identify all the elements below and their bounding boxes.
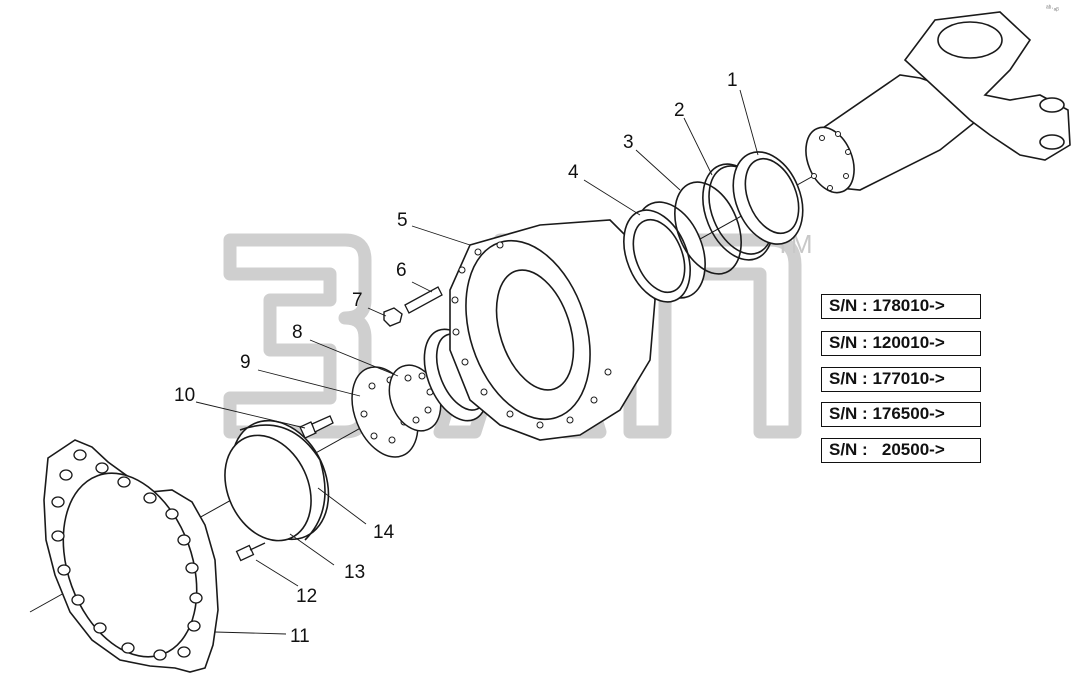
- part-1-ring: [732, 151, 804, 245]
- part-11-wheel-flange: [43, 439, 219, 673]
- callout-10: 10: [174, 385, 195, 406]
- spindle-knuckle: [805, 11, 1071, 194]
- part-3-ring: [674, 181, 742, 275]
- callout-12: 12: [296, 586, 317, 607]
- serial-number-box: S/N : 177010->: [821, 367, 981, 392]
- callout-14: 14: [373, 522, 395, 543]
- part-5-hub: [449, 219, 656, 441]
- part-12-bolt: [235, 542, 266, 562]
- serial-number-box: S/N : 20500->: [821, 438, 981, 463]
- callout-6: 6: [396, 260, 407, 281]
- callout-3: 3: [623, 132, 634, 153]
- callout-9: 9: [240, 352, 251, 373]
- callout-labels: 1 2 3 4 5 6 7 8 9 10 11 12 13 14: [174, 70, 738, 647]
- part-13-14-cover: [224, 419, 330, 542]
- part-6-stud: [404, 286, 443, 314]
- watermark-glyph-1: [223, 233, 372, 439]
- part-4-bearing: [623, 201, 706, 303]
- callout-8: 8: [292, 322, 303, 343]
- callout-1: 1: [727, 70, 738, 91]
- serial-number-box: S/N : 178010->: [821, 294, 981, 319]
- callout-7: 7: [352, 290, 363, 311]
- serial-number-box: S/N : 176500->: [821, 402, 981, 427]
- part-7-nut: [383, 307, 403, 327]
- callout-13: 13: [344, 562, 365, 583]
- callout-4: 4: [568, 162, 579, 183]
- callout-5: 5: [397, 210, 408, 231]
- callout-2: 2: [674, 100, 685, 121]
- leader-lines: [195, 89, 759, 635]
- serial-number-box: S/N : 120010->: [821, 331, 981, 356]
- callout-11: 11: [290, 626, 310, 647]
- part-10-screw: [299, 415, 334, 439]
- corner-mark: ᵃᵇ·ₐᵦ: [1046, 5, 1059, 12]
